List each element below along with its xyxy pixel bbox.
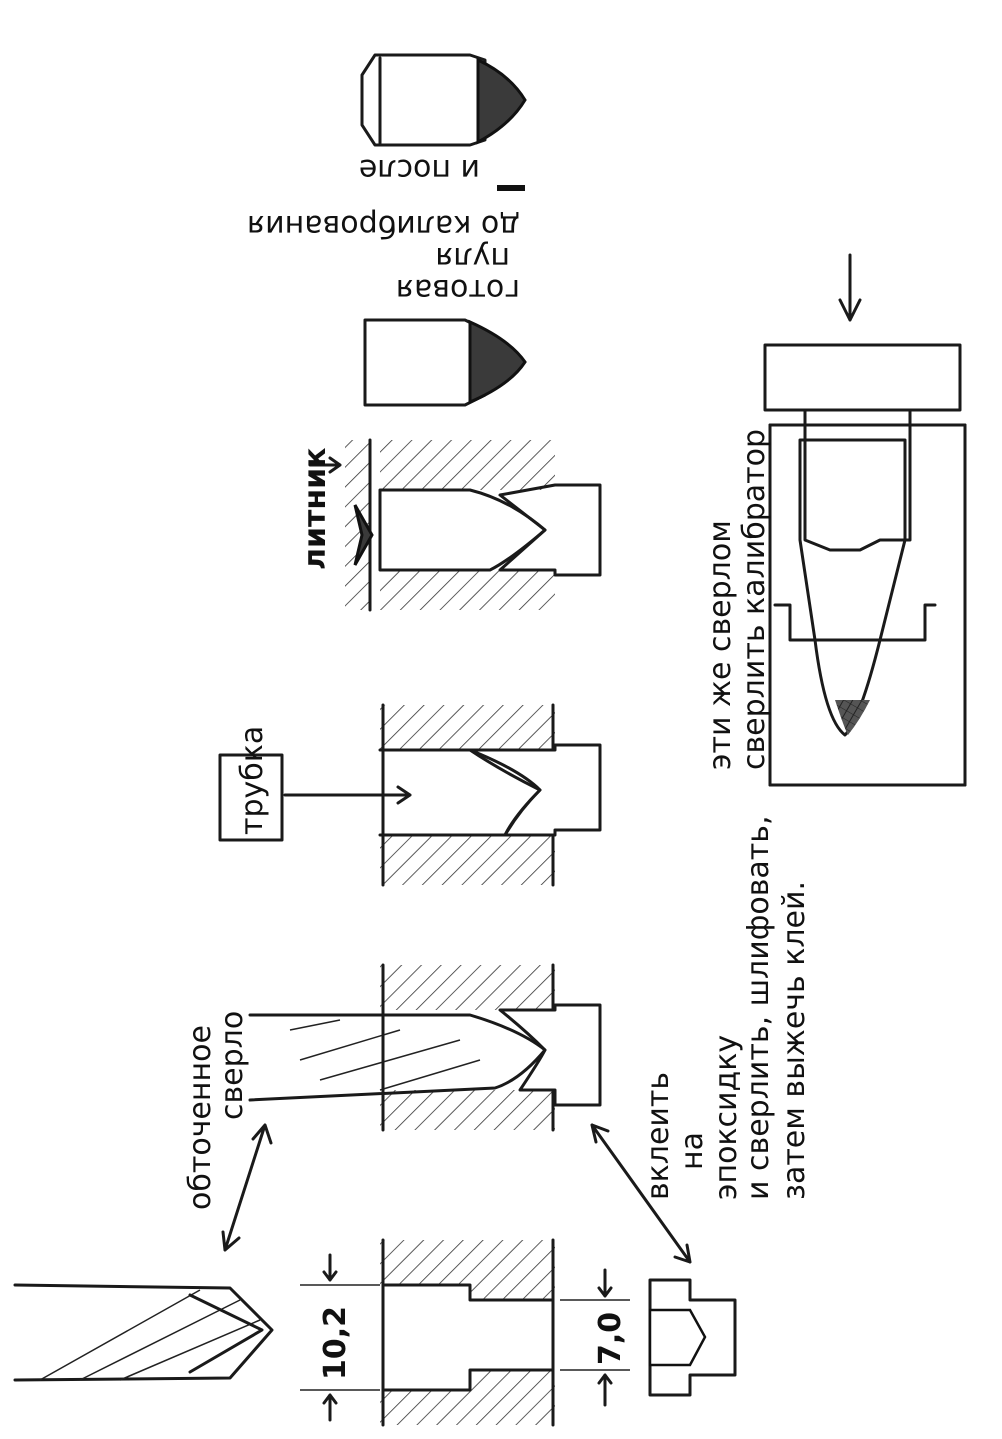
svg-text:пуля: пуля — [435, 240, 510, 275]
dimension-10-2: 10,2 — [318, 1306, 353, 1380]
svg-text:на: на — [675, 1132, 710, 1170]
tube-label-box — [218, 753, 284, 842]
mold-die-4: литник — [298, 438, 602, 612]
mold-die-2 — [248, 963, 602, 1132]
arrow-icon — [283, 785, 412, 805]
arrow-icon — [308, 456, 342, 474]
svg-text:обточенное: обточенное — [183, 1025, 218, 1210]
svg-text:эпоксидку: эпоксидку — [709, 1035, 744, 1200]
svg-text:затем выжечь клей.: затем выжечь клей. — [777, 881, 812, 1200]
glue-caption: вклеить на эпоксидку и сверлить, шлифова… — [641, 816, 812, 1201]
bullet-before-calibration — [363, 318, 527, 407]
sprue-label: литник — [298, 448, 333, 571]
turned-drill — [13, 1283, 274, 1382]
plug-piece — [648, 1278, 737, 1397]
svg-text:сверлить калибратор: сверлить калибратор — [737, 429, 772, 770]
dimension-7-0: 7,0 — [593, 1312, 628, 1365]
tube-label: трубка — [235, 726, 270, 835]
svg-text:сверло: сверло — [215, 1011, 250, 1120]
calibrator-caption: эти же сверлом сверлить калибратор — [703, 429, 772, 770]
press-arrow-icon — [838, 253, 862, 322]
calibrator — [763, 253, 967, 787]
svg-text:и после: и после — [359, 152, 480, 187]
mold-die-1: 10,2 7,0 — [300, 1238, 630, 1427]
mold-die-3: трубка — [218, 703, 602, 887]
bullet-after-calibration — [360, 53, 527, 147]
svg-text:готовая: готовая — [396, 272, 520, 307]
drill-caption: обточенное сверло — [183, 1011, 250, 1210]
double-arrow-icon — [590, 1123, 692, 1264]
svg-text:эти же сверлом: эти же сверлом — [703, 520, 738, 770]
bullet-caption: готовая пуля до калибрования и после — [247, 152, 520, 307]
svg-text:до калибрования: до калибрования — [247, 208, 520, 243]
svg-text:и сверлить, шлифовать,: и сверлить, шлифовать, — [741, 816, 776, 1201]
svg-text:вклеить: вклеить — [641, 1072, 676, 1200]
double-arrow-icon — [221, 1123, 273, 1252]
